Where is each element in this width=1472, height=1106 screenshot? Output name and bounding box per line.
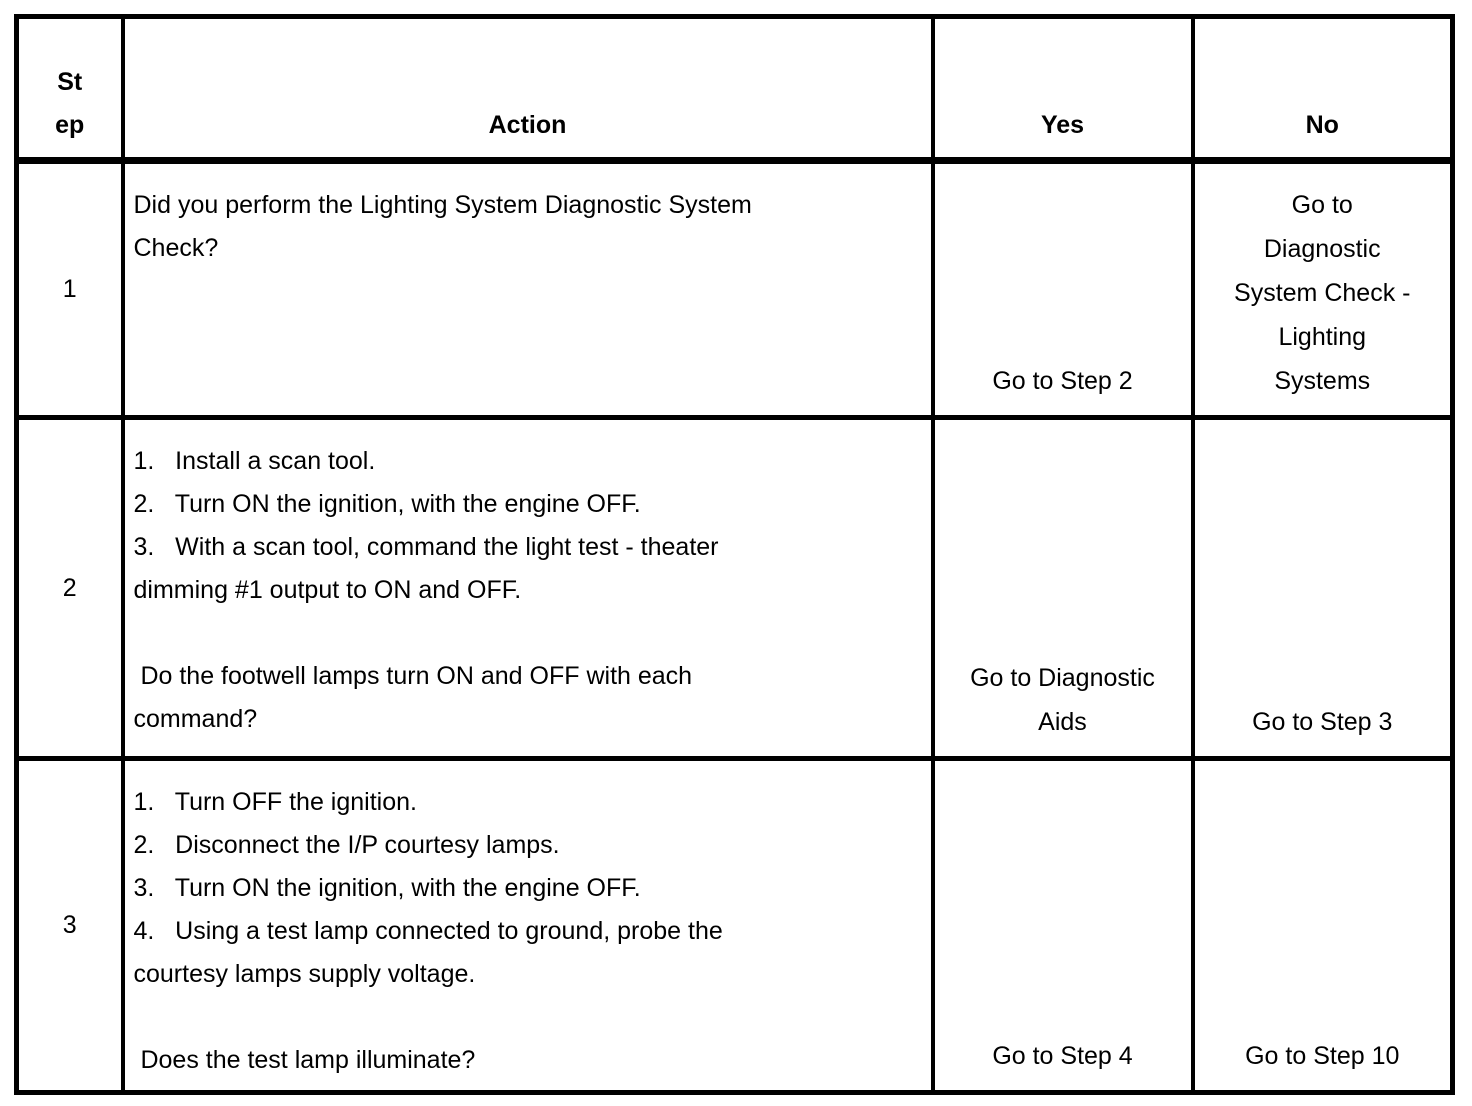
no-result: Go to Diagnostic System Check - Lighting… [1190, 158, 1455, 420]
yes-result: Go to Diagnostic Aids [930, 415, 1195, 761]
header-cell-yes: Yes [930, 14, 1195, 164]
header-cell-no: No [1190, 14, 1455, 164]
table-row-step-2: 2 1. Install a scan tool. 2. Turn ON the… [14, 415, 1455, 761]
step-number: 2 [14, 415, 125, 761]
no-result: Go to Step 10 [1190, 756, 1455, 1095]
action-text: Did you perform the Lighting System Diag… [120, 158, 935, 420]
yes-result: Go to Step 2 [930, 158, 1195, 420]
header-cell-step: St ep [14, 14, 125, 164]
table-row-step-3: 3 1. Turn OFF the ignition. 2. Disconnec… [14, 756, 1455, 1095]
header-cell-action: Action [120, 14, 935, 164]
table-row-step-1: 1 Did you perform the Lighting System Di… [14, 158, 1455, 420]
yes-result: Go to Step 4 [930, 756, 1195, 1095]
action-text: 1. Install a scan tool. 2. Turn ON the i… [120, 415, 935, 761]
no-result: Go to Step 3 [1190, 415, 1455, 761]
step-number: 3 [14, 756, 125, 1095]
table-header-row: St ep Action Yes No [14, 14, 1455, 164]
action-text: 1. Turn OFF the ignition. 2. Disconnect … [120, 756, 935, 1095]
diagnostic-table: St ep Action Yes No 1 Did you perform th… [14, 14, 1455, 1095]
step-number: 1 [14, 158, 125, 420]
